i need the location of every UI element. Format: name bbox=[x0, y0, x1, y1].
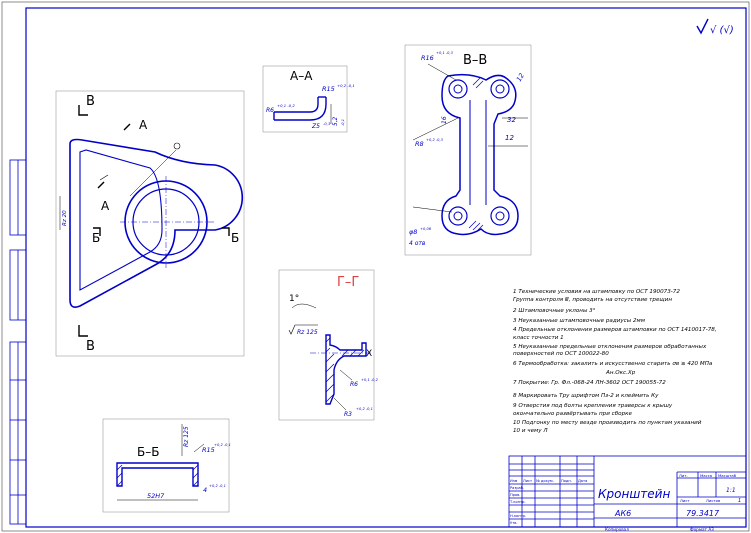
svg-text:√ (√): √ (√) bbox=[710, 25, 734, 36]
svg-text:Лит.: Лит. bbox=[679, 473, 688, 478]
svg-text:Изм: Изм bbox=[510, 479, 518, 483]
svg-text:окончательно развёртывать при: окончательно развёртывать при сборке bbox=[513, 411, 633, 417]
svg-text:+0,2 -0,1: +0,2 -0,1 bbox=[337, 83, 355, 88]
svg-text:5,2: 5,2 bbox=[333, 116, 339, 126]
svg-text:Б: Б bbox=[231, 231, 239, 245]
body-outline bbox=[69, 138, 244, 308]
part-name: Кронштейн bbox=[598, 487, 670, 501]
section-a-a: А–А R15 +0,2 -0,1 R6 +0,1 -0,2 Z5 -0,3 5… bbox=[262, 65, 355, 133]
svg-text:Масштаб: Масштаб bbox=[718, 473, 737, 478]
section-b-b: Б–Б 52Н7 R15 +0,2 -0,1 Rz 125 4 +0,2 -0,… bbox=[102, 418, 231, 513]
svg-text:Группа контроля Ⅲ, проводить н: Группа контроля Ⅲ, проводить на отсутств… bbox=[513, 297, 672, 303]
technical-notes: 1 Технические условия на штамповку по ОС… bbox=[513, 289, 717, 434]
svg-text:1 Технические условия на штам: 1 Технические условия на штамповку по ОС… bbox=[513, 289, 680, 295]
svg-text:Ан.Окс.Хр: Ан.Окс.Хр bbox=[605, 370, 636, 376]
svg-text:7 Покрытие: Гр. Фл.-068-24 Л: 7 Покрытие: Гр. Фл.-068-24 ЛН-3602 ОСТ 1… bbox=[513, 380, 666, 386]
svg-text:№ докум.: № докум. bbox=[536, 479, 554, 483]
svg-text:X: X bbox=[366, 349, 372, 359]
svg-text:R3: R3 bbox=[344, 411, 352, 418]
svg-text:В: В bbox=[86, 94, 95, 109]
svg-text:Z5: Z5 bbox=[311, 123, 320, 130]
title-block: Изм Лист № докум. Подп. Дата Разраб. Про… bbox=[508, 455, 747, 532]
material: АК6 bbox=[614, 509, 631, 518]
svg-text:Листов: Листов bbox=[706, 498, 721, 503]
svg-text:В: В bbox=[86, 339, 95, 354]
svg-text:9 Отверстия под болты креплен: 9 Отверстия под болты крепления траверсы… bbox=[513, 403, 673, 409]
svg-text:Н.контр.: Н.контр. bbox=[510, 514, 526, 518]
pocket-outline bbox=[79, 149, 163, 291]
svg-text:12: 12 bbox=[515, 72, 526, 83]
svg-text:5 Неуказанные предельные откл: 5 Неуказанные предельные отклонения разм… bbox=[513, 344, 707, 350]
svg-text:Формат А3: Формат А3 bbox=[690, 527, 714, 532]
svg-text:поверхностей по ОСТ 100022-80: поверхностей по ОСТ 100022-80 bbox=[513, 351, 609, 357]
svg-text:+0,2 -0,1: +0,2 -0,1 bbox=[209, 484, 226, 488]
svg-text:Копировал: Копировал bbox=[605, 527, 629, 532]
svg-text:В–В: В–В bbox=[463, 53, 487, 68]
svg-text:+0,1 -0,2: +0,1 -0,2 bbox=[277, 103, 295, 108]
svg-text:R8: R8 bbox=[415, 140, 424, 148]
svg-text:А–А: А–А bbox=[290, 69, 313, 83]
svg-text:8 Маркировать Тру шрифтом Пз-: 8 Маркировать Тру шрифтом Пз-2 и клеймит… bbox=[513, 393, 659, 399]
svg-text:4 Предельные отклонения разме: 4 Предельные отклонения размеров штампов… bbox=[513, 327, 717, 333]
svg-text:12: 12 bbox=[505, 134, 514, 142]
svg-text:+0,06: +0,06 bbox=[420, 227, 432, 231]
drawing-frame bbox=[25, 7, 747, 528]
svg-text:Дата: Дата bbox=[578, 479, 587, 483]
svg-text:+0,2 -0,3: +0,2 -0,3 bbox=[426, 138, 444, 142]
svg-text:Г–Г: Г–Г bbox=[337, 275, 359, 290]
svg-text:Rz 125: Rz 125 bbox=[183, 426, 190, 447]
svg-text:+0,2 -0,1: +0,2 -0,1 bbox=[356, 407, 373, 411]
svg-text:Разраб.: Разраб. bbox=[510, 486, 524, 490]
svg-text:10 Подгонку по месту везде пр: 10 Подгонку по месту везде производить п… bbox=[513, 420, 702, 426]
svg-text:+0,1 -0,3: +0,1 -0,3 bbox=[436, 51, 454, 55]
svg-text:Rz 20: Rz 20 bbox=[62, 210, 68, 226]
svg-text:R16: R16 bbox=[421, 54, 434, 62]
svg-text:+0,1 -0,2: +0,1 -0,2 bbox=[361, 378, 379, 382]
svg-text:52Н7: 52Н7 bbox=[147, 492, 165, 500]
svg-text:4 отв: 4 отв bbox=[409, 240, 426, 247]
svg-text:+0,2 -0,1: +0,2 -0,1 bbox=[214, 443, 231, 447]
svg-text:-0,3: -0,3 bbox=[323, 121, 331, 126]
svg-text:Подп.: Подп. bbox=[561, 479, 572, 483]
svg-text:-0,1: -0,1 bbox=[341, 119, 345, 126]
svg-text:Лист: Лист bbox=[680, 498, 690, 503]
svg-text:R6: R6 bbox=[350, 381, 358, 388]
svg-text:А: А bbox=[139, 118, 148, 132]
svg-text:Rz 125: Rz 125 bbox=[297, 329, 318, 336]
left-margin-boxes bbox=[9, 159, 27, 525]
svg-text:R6: R6 bbox=[266, 107, 274, 114]
section-v-v: В–В R1 bbox=[404, 44, 532, 256]
svg-text:R15: R15 bbox=[322, 85, 335, 93]
svg-text:Б: Б bbox=[92, 231, 100, 245]
svg-text:R15: R15 bbox=[202, 446, 215, 454]
svg-text:класс точности 1: класс точности 1 bbox=[513, 335, 564, 341]
svg-text:32: 32 bbox=[507, 116, 516, 124]
svg-text:6 Термообработка: закалить и: 6 Термообработка: закалить и искусственн… bbox=[513, 361, 713, 367]
svg-text:16: 16 bbox=[441, 116, 448, 124]
svg-text:Лист: Лист bbox=[523, 479, 532, 483]
svg-text:Т.контр.: Т.контр. bbox=[509, 500, 526, 504]
svg-text:φ8: φ8 bbox=[409, 228, 417, 236]
svg-text:4: 4 bbox=[203, 486, 207, 494]
main-view: В В А А Б Б Rz 20 bbox=[55, 90, 245, 357]
svg-text:Утв.: Утв. bbox=[510, 521, 518, 525]
general-roughness-symbol: √ (√) bbox=[696, 18, 734, 36]
svg-text:1°: 1° bbox=[289, 294, 299, 304]
svg-text:1: 1 bbox=[738, 498, 741, 504]
svg-text:10 и чему Л: 10 и чему Л bbox=[513, 428, 548, 434]
section-g-g: Г–Г 1° Rz 125 R6 +0,1 -0,2 R3 +0,2 -0,1 … bbox=[278, 269, 379, 421]
svg-text:1:1: 1:1 bbox=[726, 487, 736, 494]
svg-text:Масса: Масса bbox=[700, 473, 712, 478]
svg-text:Пров.: Пров. bbox=[510, 493, 520, 497]
svg-text:3 Неуказанные штамповочные ра: 3 Неуказанные штамповочные радиусы 2мм bbox=[513, 318, 646, 324]
svg-text:2 Штамповочные уклоны 3°: 2 Штамповочные уклоны 3° bbox=[513, 308, 596, 314]
doc-code: 79.3417 bbox=[686, 509, 720, 518]
svg-text:Б–Б: Б–Б bbox=[137, 445, 159, 459]
svg-text:А: А bbox=[101, 199, 110, 213]
